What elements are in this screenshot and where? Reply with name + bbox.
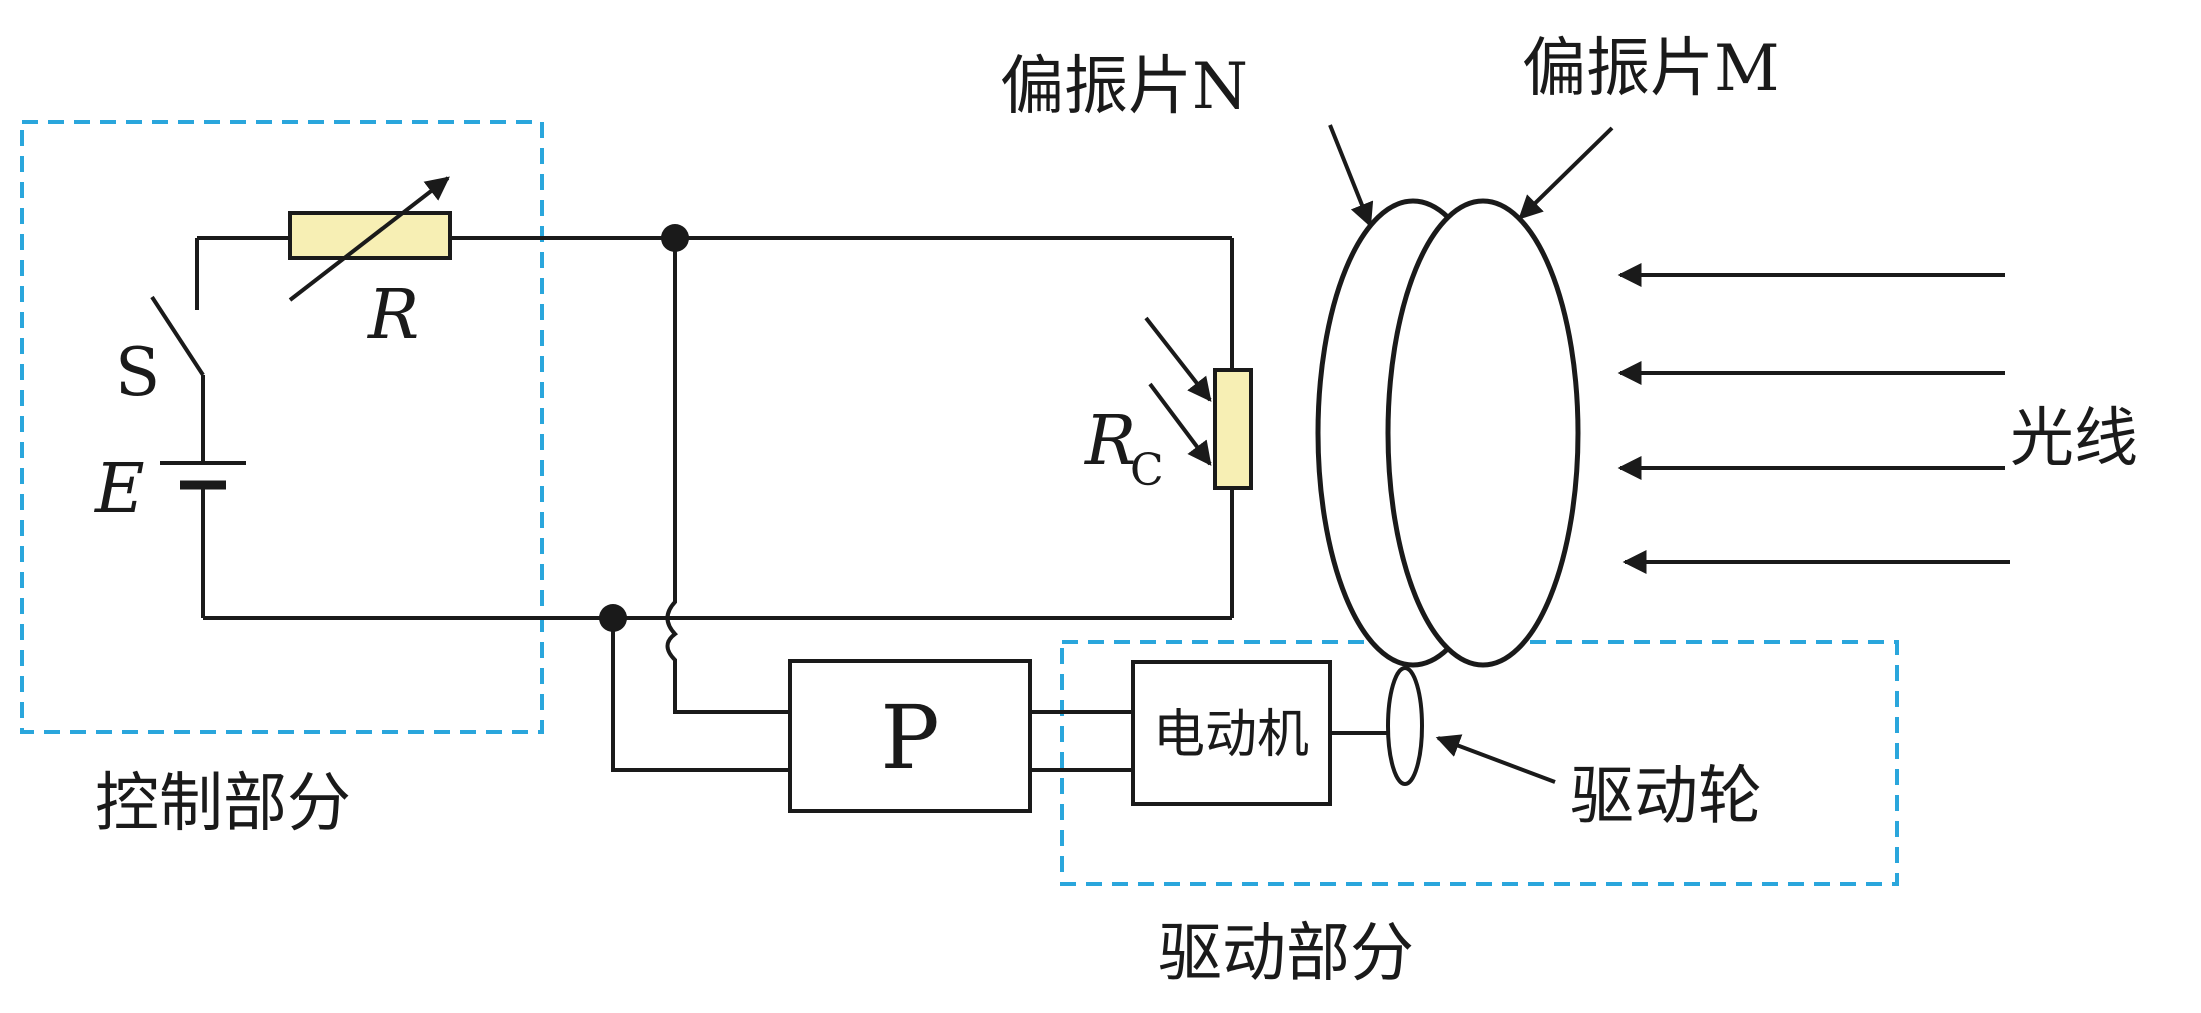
- photoresistor: [1213, 368, 1253, 490]
- control-part-box: [20, 120, 544, 734]
- switch-label: S: [115, 334, 160, 411]
- polarizer-n-label: 偏振片N: [1000, 50, 1248, 124]
- circuit-wires: [195, 236, 1390, 772]
- drive-wheel: [1386, 666, 1424, 786]
- resistor-label: R: [366, 276, 419, 355]
- processor-box: [788, 659, 1032, 813]
- polarizer-n-pointer: [1328, 124, 1374, 228]
- drive-wheel-label: 驱动轮: [1570, 760, 1762, 834]
- variable-resistor-arrow: [288, 176, 450, 302]
- switch-blade: [150, 295, 205, 377]
- light-label: 光线: [2010, 402, 2138, 476]
- motor-box: [1131, 660, 1332, 806]
- battery-icon: [160, 461, 246, 490]
- battery-label: E: [93, 450, 145, 529]
- drive-part-label: 驱动部分: [1158, 917, 1414, 991]
- motor-label: 电动机: [1153, 705, 1309, 765]
- variable-resistor: [288, 211, 452, 260]
- photoresistor-light-arrow-2: [1148, 382, 1212, 466]
- polarizer-m-pointer: [1518, 126, 1614, 220]
- processor-label: P: [880, 686, 939, 789]
- control-part-label: 控制部分: [95, 767, 351, 841]
- junction-bottom: [599, 604, 627, 632]
- polarizer-m: [1385, 198, 1581, 668]
- junction-top: [661, 224, 689, 252]
- photoresistor-label: R: [1083, 402, 1136, 481]
- drive-wheel-pointer: [1435, 734, 1556, 784]
- polarizer-m-label: 偏振片M: [1522, 32, 1780, 106]
- photoresistor-subscript: C: [1130, 445, 1164, 496]
- photoresistor-light-arrow-1: [1144, 316, 1212, 402]
- light-rays: [1617, 263, 2010, 574]
